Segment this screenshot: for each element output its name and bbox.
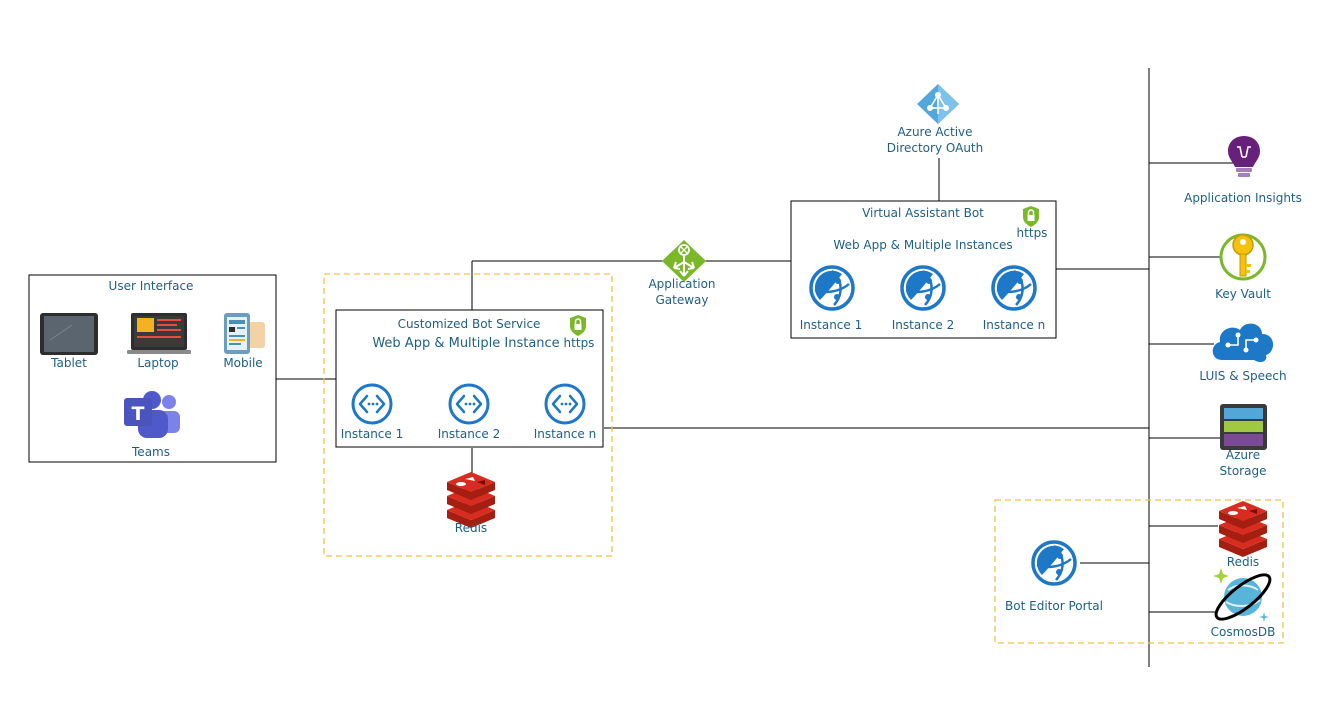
laptop-icon bbox=[127, 313, 191, 354]
aad-label-line1: Azure Active bbox=[897, 125, 972, 139]
web-app-globe-icon bbox=[1031, 540, 1077, 586]
bot-instance-2-label: Instance 2 bbox=[438, 427, 501, 441]
app-service-icon bbox=[351, 383, 393, 425]
va-title: Virtual Assistant Bot bbox=[862, 206, 984, 220]
tablet-icon bbox=[40, 313, 98, 355]
web-app-globe-icon bbox=[991, 265, 1037, 311]
cosmosdb-label: CosmosDB bbox=[1211, 625, 1276, 639]
app-insights-label: Application Insights bbox=[1184, 191, 1302, 205]
web-app-globe-icon bbox=[809, 265, 855, 311]
bot-instance-n-label: Instance n bbox=[534, 427, 596, 441]
storage-label-line2: Storage bbox=[1220, 464, 1267, 478]
teams-label: Teams bbox=[131, 445, 170, 459]
bot-service-redis-label: Redis bbox=[455, 521, 487, 535]
va-instance-1-label: Instance 1 bbox=[800, 318, 863, 332]
user-interface-title: User Interface bbox=[109, 279, 194, 293]
gateway-label-line2: Gateway bbox=[655, 293, 708, 307]
key-vault-icon bbox=[1219, 233, 1267, 281]
luis-speech-label: LUIS & Speech bbox=[1199, 369, 1286, 383]
bot-editor-dashed-group bbox=[994, 499, 1284, 644]
gateway-label-line1: Application bbox=[648, 277, 715, 291]
lightbulb-icon bbox=[1228, 136, 1260, 177]
storage-label-line1: Azure bbox=[1226, 448, 1260, 462]
azure-active-directory-icon bbox=[917, 84, 959, 124]
bot-instance-1-label: Instance 1 bbox=[341, 427, 404, 441]
mobile-label: Mobile bbox=[223, 356, 262, 370]
bot-service-title: Customized Bot Service bbox=[398, 317, 541, 331]
aad-label-line2: Directory OAuth bbox=[887, 141, 983, 155]
right-redis-label: Redis bbox=[1227, 555, 1259, 569]
mobile-icon bbox=[224, 313, 265, 354]
laptop-label: Laptop bbox=[137, 356, 178, 370]
cognitive-services-cloud-icon bbox=[1212, 323, 1274, 363]
va-subtitle: Web App & Multiple Instances bbox=[833, 238, 1012, 252]
va-instance-n-label: Instance n bbox=[983, 318, 1045, 332]
redis-icon bbox=[1219, 501, 1267, 557]
va-instance-2-label: Instance 2 bbox=[892, 318, 955, 332]
app-service-icon bbox=[544, 383, 586, 425]
application-gateway-icon bbox=[662, 240, 706, 282]
storage-icon bbox=[1220, 404, 1267, 450]
bot-service-https: https bbox=[564, 336, 595, 350]
user-interface-box: User Interface Tablet Laptop bbox=[28, 274, 277, 463]
tablet-label: Tablet bbox=[50, 356, 87, 370]
bot-service-subtitle: Web App & Multiple Instance bbox=[372, 336, 559, 351]
svg-text:T: T bbox=[132, 403, 145, 425]
bot-service-dashed-group bbox=[323, 273, 613, 557]
connector-lines bbox=[276, 68, 1236, 667]
virtual-assistant-box: Virtual Assistant Bot Web App & Multiple… bbox=[790, 200, 1057, 339]
bot-editor-label: Bot Editor Portal bbox=[1005, 599, 1103, 613]
key-vault-label: Key Vault bbox=[1215, 287, 1271, 301]
redis-icon bbox=[447, 472, 495, 528]
cosmosdb-icon bbox=[1213, 568, 1272, 622]
app-service-icon bbox=[448, 383, 490, 425]
web-app-globe-icon bbox=[900, 265, 946, 311]
teams-icon: T bbox=[124, 391, 180, 438]
bot-service-box: Customized Bot Service Web App & Multipl… bbox=[335, 309, 604, 448]
va-https: https bbox=[1017, 226, 1048, 240]
